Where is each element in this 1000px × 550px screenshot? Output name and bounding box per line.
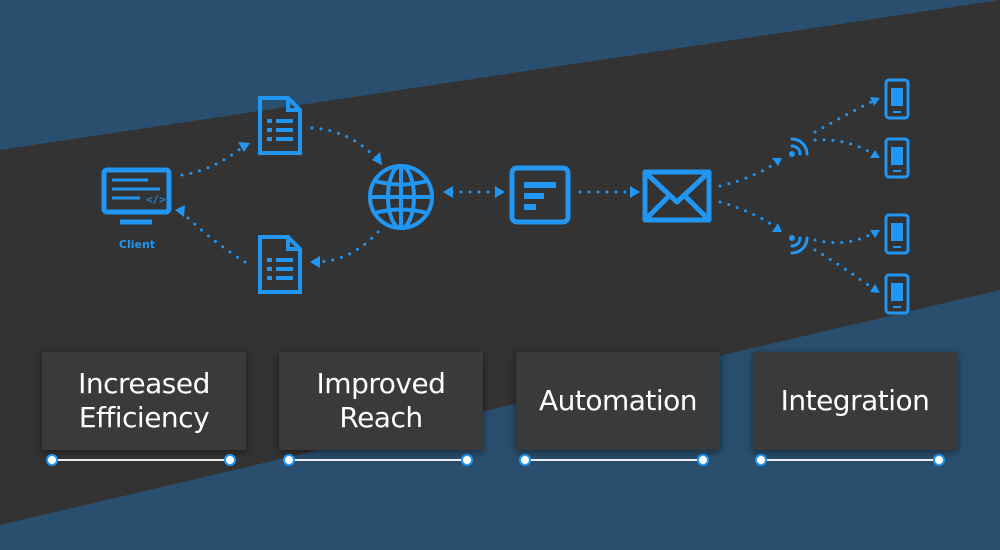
signal-icon-top bbox=[789, 137, 809, 157]
arrowhead-globe-left bbox=[443, 186, 453, 198]
client-label: Client bbox=[118, 238, 156, 251]
card-label: Improved Reach bbox=[316, 367, 446, 434]
document-icon-top bbox=[258, 96, 302, 155]
phone-icon-2 bbox=[884, 137, 910, 179]
card-line-dot-right bbox=[933, 454, 945, 466]
svg-text:</>: </> bbox=[146, 193, 166, 206]
card-line-dot-right bbox=[697, 454, 709, 466]
connector-envelope-signal-bottom bbox=[718, 200, 782, 232]
card-improved-reach: Improved Reach bbox=[279, 352, 483, 450]
connector-doc-bottom-client bbox=[180, 210, 247, 264]
connector-to-phone-4 bbox=[813, 248, 877, 292]
arrowhead-globe bbox=[372, 152, 382, 165]
globe-icon bbox=[368, 164, 434, 230]
arrowhead-phone-4 bbox=[870, 284, 880, 293]
card-line-dot-left bbox=[755, 454, 767, 466]
card-line-dot-right bbox=[461, 454, 473, 466]
card-automation: Automation bbox=[516, 352, 720, 450]
phone-icon-3 bbox=[884, 213, 910, 255]
card-underline bbox=[762, 459, 939, 461]
card-underline bbox=[290, 459, 467, 461]
card-increased-efficiency: Increased Efficiency bbox=[42, 352, 246, 450]
phone-icon-1 bbox=[884, 78, 910, 120]
arrowhead-phone-2 bbox=[870, 150, 880, 158]
card-label: Integration bbox=[780, 384, 930, 417]
connector-doc-top-globe bbox=[310, 126, 380, 162]
envelope-icon bbox=[642, 169, 712, 223]
connector-to-phone-3 bbox=[813, 230, 877, 245]
background-dark-band bbox=[0, 0, 1000, 525]
card-underline bbox=[526, 459, 703, 461]
arrowhead-doc-bottom bbox=[310, 256, 320, 268]
card-line-dot-right bbox=[224, 454, 236, 466]
connector-to-phone-1 bbox=[813, 98, 877, 134]
client-monitor-icon: </> bbox=[101, 167, 172, 225]
phone-icon-4 bbox=[884, 273, 910, 315]
connector-client-doc-top bbox=[180, 143, 247, 177]
signal-icon-bottom bbox=[789, 235, 809, 255]
card-label: Increased Efficiency bbox=[78, 367, 210, 434]
arrowhead-phone-1 bbox=[870, 97, 880, 106]
arrowhead-doc-top bbox=[238, 142, 250, 152]
form-icon bbox=[509, 165, 571, 225]
card-line-dot-left bbox=[519, 454, 531, 466]
arrowhead-phone-3 bbox=[870, 230, 880, 238]
card-underline bbox=[53, 459, 230, 461]
connector-envelope-signal-top bbox=[718, 158, 782, 188]
arrowhead-envelope bbox=[630, 186, 640, 198]
connector-to-phone-2 bbox=[813, 138, 877, 157]
document-icon-bottom bbox=[258, 235, 302, 294]
card-line-dot-left bbox=[283, 454, 295, 466]
card-integration: Integration bbox=[753, 352, 957, 450]
card-line-dot-left bbox=[46, 454, 58, 466]
arrowhead-client bbox=[175, 205, 185, 217]
connector-globe-doc-bottom bbox=[313, 230, 380, 264]
arrowhead-signal-bottom bbox=[772, 223, 782, 232]
arrowhead-form bbox=[495, 186, 505, 198]
card-label: Automation bbox=[538, 384, 698, 417]
arrowhead-signal-top bbox=[772, 158, 782, 166]
